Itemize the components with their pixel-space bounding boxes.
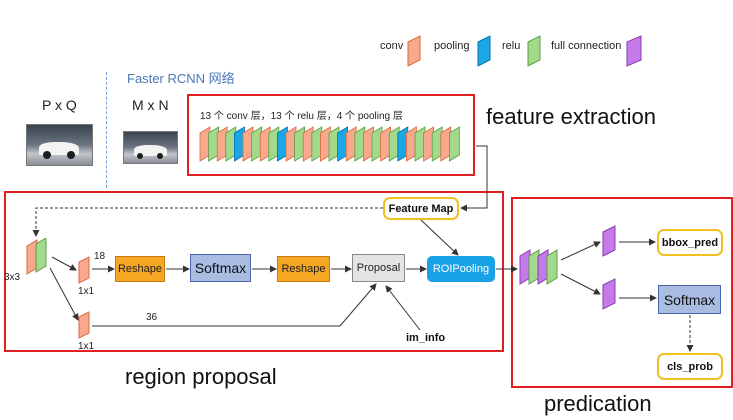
reshape-node-1: Reshape [115,256,165,282]
pq-label: P x Q [42,97,77,113]
layer-relu [448,126,460,162]
legend-relu-label: relu [502,40,521,52]
legend-full-connection-swatch [626,35,642,67]
network-title: Faster RCNN 网络 [127,71,235,86]
legend-pooling-label: pooling [434,40,470,52]
fc-layer-stack [519,249,558,285]
im-info-label: im_info [406,332,446,344]
fc-cls-branch [602,278,616,310]
input-image-pq [26,124,93,166]
feature-map-node: Feature Map [383,197,459,220]
legend-relu-swatch [527,35,541,67]
legend-full-connection-label: full connection [551,40,622,52]
legend-pooling-swatch [477,35,491,67]
input-image-mn [123,131,178,164]
bbox-pred-node: bbox_pred [657,229,723,256]
label-3x3: 3x3 [4,272,21,283]
region-proposal-label: region proposal [125,364,277,389]
prediction-label: predication [544,391,652,416]
rpn-conv-layers [26,238,47,275]
label-1x1-top: 1x1 [78,286,95,297]
reshape-node-2: Reshape [277,256,330,282]
cls-prob-node: cls_prob [657,353,723,380]
feature-extraction-label: feature extraction [486,104,656,129]
label-36: 36 [146,312,158,323]
legend-conv-label: conv [380,40,404,52]
proposal-node: Proposal [352,254,405,282]
conv-layer-stack [199,126,460,162]
rpn-cls-conv [78,256,90,284]
softmax-node-pred: Softmax [658,285,721,314]
feature-extraction-caption: 13 个 conv 层，13 个 relu 层，4 个 pooling 层 [200,111,403,122]
label-18: 18 [94,251,106,262]
prediction-frame [511,197,733,388]
fc-bbox-branch [602,225,616,257]
roipooling-node: ROIPooling [427,256,495,282]
input-divider [106,72,107,188]
mn-label: M x N [132,97,169,113]
region-proposal-frame [4,191,504,352]
feature-extraction-frame [187,94,475,176]
rpn-reg-conv [78,311,90,339]
legend-conv-swatch [407,35,421,67]
softmax-node-rpn: Softmax [190,254,251,282]
label-1x1-bottom: 1x1 [78,341,95,352]
